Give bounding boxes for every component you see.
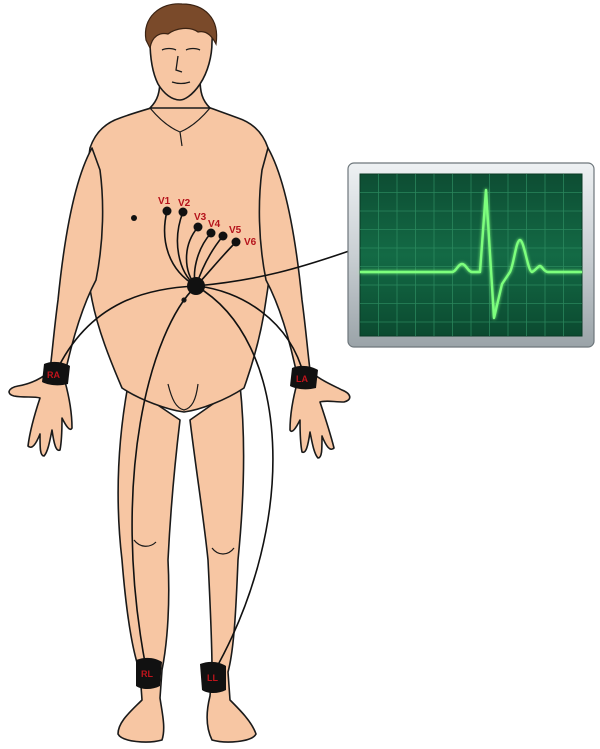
electrode-v3: [193, 222, 203, 232]
monitor-grid: [360, 174, 582, 336]
label-v4: V4: [208, 219, 221, 230]
label-v2: V2: [178, 198, 191, 209]
label-ra: RA: [47, 370, 60, 380]
limb-electrodes: [42, 361, 318, 693]
precordial-labels: V1 V2 V3 V4 V5 V6: [158, 196, 257, 248]
electrode-ra: [42, 361, 70, 386]
left-leg: [189, 384, 257, 743]
electrode-v6: [231, 237, 241, 247]
electrode-la: [290, 365, 318, 390]
lead-wires: [55, 210, 353, 673]
hair: [144, 3, 218, 50]
electrode-v1: [162, 206, 172, 216]
label-v3: V3: [194, 212, 207, 223]
body-details: [133, 107, 235, 555]
cable-hub: [187, 277, 205, 295]
label-rl: RL: [141, 669, 153, 679]
label-v1: V1: [158, 196, 171, 207]
torso: [83, 103, 274, 413]
electrode-v4: [206, 228, 216, 238]
electrode-v5: [218, 231, 228, 241]
right-arm: [8, 147, 104, 457]
electrode-rl: [136, 657, 162, 689]
ecg-trace: [360, 188, 582, 320]
electrode-ll: [200, 661, 226, 693]
face: [161, 47, 201, 85]
label-v6: V6: [244, 237, 257, 248]
label-ll: LL: [207, 673, 218, 683]
label-la: LA: [296, 374, 308, 384]
label-v5: V5: [229, 225, 242, 236]
limb-labels: RA LA RL LL: [47, 370, 308, 683]
precordial-electrodes: [131, 206, 241, 247]
electrode-v2: [178, 207, 188, 217]
left-arm: [258, 147, 351, 459]
human-figure: [8, 7, 351, 743]
ecg-monitor-icon: [347, 162, 595, 348]
left-nipple: [131, 215, 137, 221]
